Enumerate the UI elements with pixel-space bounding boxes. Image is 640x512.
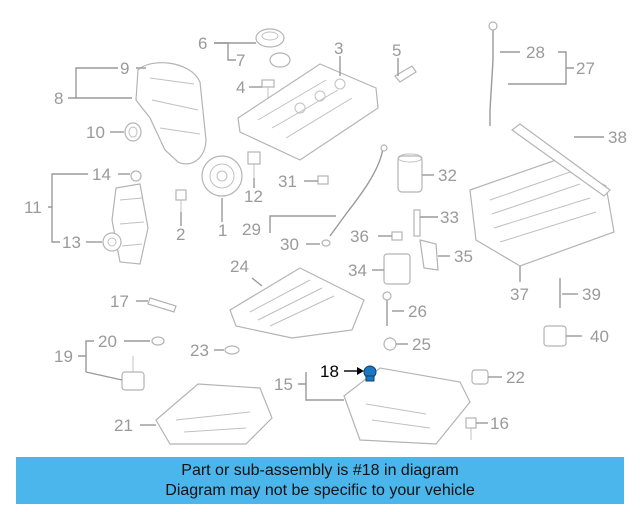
callout-19: 19 [54,347,73,366]
lower-crankcase-part [155,383,273,445]
callout-21: 21 [114,416,133,435]
callout-32: 32 [438,166,457,185]
callout-11: 11 [24,198,42,217]
callout-12: 12 [244,187,263,206]
callout-17: 17 [110,292,129,311]
exploded-parts-diagram: 1 2 3 4 5 6 7 8 9 10 11 12 13 14 15 16 1… [24,21,627,445]
callout-24: 24 [230,257,249,276]
callout-27: 27 [576,59,595,78]
dipstick-tube-part [329,144,388,237]
bolt-part [261,79,275,98]
callout-1: 1 [218,221,227,240]
callout-9: 9 [120,59,129,78]
timing-cover-upper-part [135,62,207,165]
callout-13: 13 [62,233,81,252]
valve-part [383,253,411,285]
pipe-bracket-part [147,297,177,313]
bolt-set-part [382,231,403,351]
pan-bolt-part [465,417,477,440]
crank-pulley-part [201,155,243,197]
callout-8: 8 [54,89,63,108]
manifold-gasket-part [510,123,611,197]
callout-31: 31 [278,172,297,191]
bracket-part [394,65,417,83]
callout-14: 14 [92,165,111,184]
info-banner: Part or sub-assembly is #18 in diagram D… [16,457,624,504]
callout-34: 34 [348,261,367,280]
balance-shaft-housing-part [229,267,365,339]
oil-cap-part [255,28,291,68]
callout-10: 10 [86,123,105,142]
callout-18[interactable]: 18 [320,362,339,381]
callout-22: 22 [506,368,525,387]
callout-35: 35 [454,247,473,266]
callout-26: 26 [408,302,427,321]
callout-6: 6 [198,34,207,53]
intake-manifold-part [469,159,615,267]
callout-38: 38 [608,128,627,147]
callout-2: 2 [176,225,185,244]
callout-25: 25 [412,335,431,354]
pulley-bolt-part [247,151,261,178]
callout-16: 16 [490,414,509,433]
leader-lines [48,42,604,426]
dipstick-part [488,21,498,126]
cover-bolt-part [175,189,187,212]
seal-ring-part [124,122,142,142]
callout-33: 33 [440,208,459,227]
callout-labels: 1 2 3 4 5 6 7 8 9 10 11 12 13 14 15 16 1… [24,34,627,435]
mount-bracket-part [419,239,439,271]
small-fastener-part [317,175,331,247]
callout-23: 23 [190,341,209,360]
callout-28: 28 [526,43,545,62]
drain-plug-part-18 [363,365,377,382]
callout-15: 15 [274,375,293,394]
timing-cover-lower-part [111,183,149,265]
o-ring-part [224,345,240,355]
sensor-part [413,209,421,237]
level-sensor-part [543,278,567,347]
callout-7: 7 [236,51,245,70]
banner-line-part-number: Part or sub-assembly is #18 in diagram [181,462,459,479]
callout-40: 40 [590,327,609,346]
valve-cover-part [237,63,379,161]
lower-seal-part [102,170,142,252]
callout-20: 20 [98,332,117,351]
oil-filter-part [397,153,423,193]
oil-pan-part [343,367,471,445]
plug-part [471,369,489,385]
callout-3: 3 [334,39,343,58]
callout-30: 30 [280,235,299,254]
callout-29: 29 [242,220,261,239]
callout-37: 37 [510,285,529,304]
callout-36: 36 [350,227,369,246]
callout-39: 39 [582,285,601,304]
banner-line-disclaimer: Diagram may not be specific to your vehi… [165,482,475,499]
oil-pump-part [121,336,165,391]
callout-5: 5 [392,41,401,60]
callout-4: 4 [236,78,245,97]
